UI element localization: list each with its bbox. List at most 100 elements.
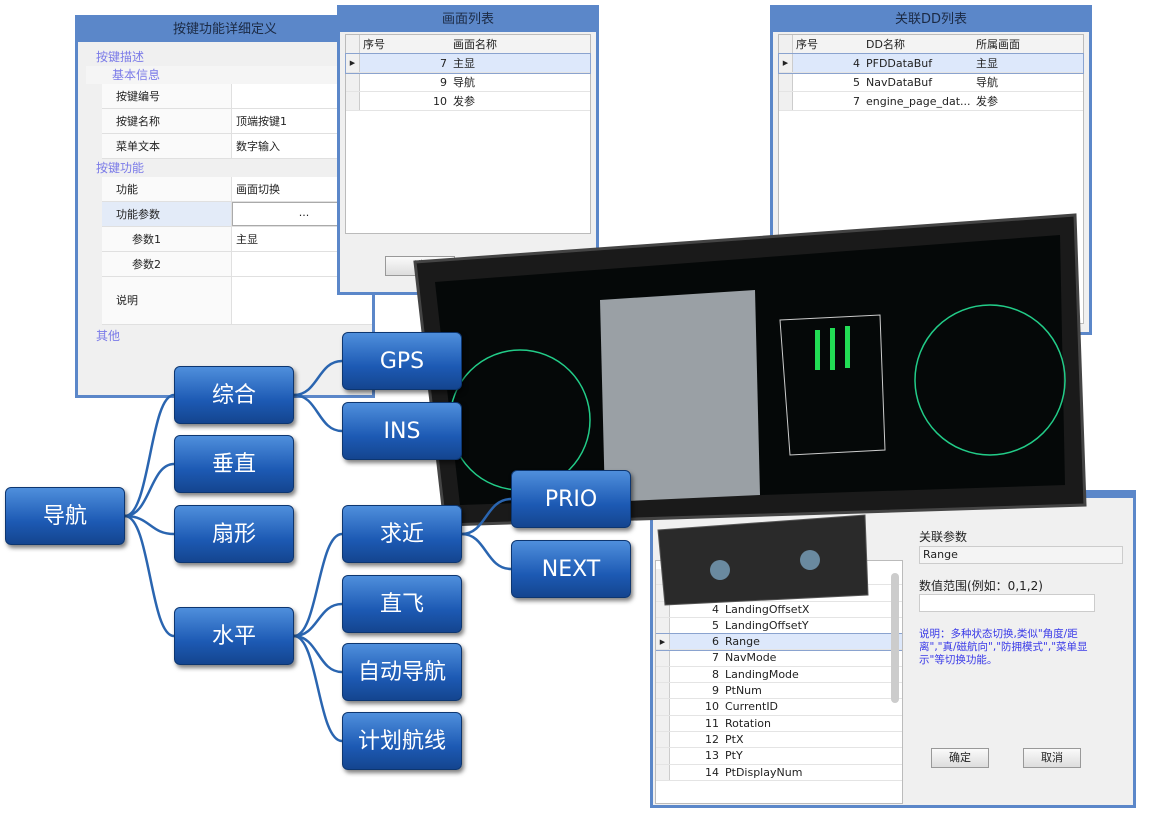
cell: PtY [725,749,743,763]
cell: LandingOffsetX [725,602,810,616]
prop-key: 按键名称 [102,109,232,133]
cell: 导航 [453,76,475,89]
cell: 11 [705,716,719,730]
knob[interactable] [800,550,820,570]
node-shanxing[interactable]: 扇形 [174,505,294,563]
cell: NavMode [725,651,777,665]
cell: Rotation [725,716,772,730]
prop-row[interactable]: 按键名称顶端按键1 [102,109,372,134]
cell: 9 [712,684,719,698]
section-basic[interactable]: 基本信息 [86,66,372,84]
prop-value[interactable]: 顶端按键1 [236,115,287,128]
node-zhifei[interactable]: 直飞 [342,575,462,633]
cell: 7 [853,95,860,108]
node-auto-nav[interactable]: 自动导航 [342,643,462,701]
cell: 10 [433,95,447,108]
table-header: 序号 画面名称 [346,35,590,54]
cell: NavDataBuf [866,76,933,89]
prop-row[interactable]: 说明 [102,277,372,325]
ok-button[interactable]: 确定 [931,748,989,768]
prop-row[interactable]: 菜单文本数字输入 [102,134,372,159]
parameter-row[interactable]: 8 LandingMode [656,666,902,684]
col-header[interactable]: 序号 [796,38,818,51]
cell: 主显 [976,57,998,70]
col-header[interactable]: 所属画面 [976,38,1020,51]
key-definition-window: 按键功能详细定义 按键描述 基本信息 按键编号 按键名称顶端按键1 菜单文本数字… [75,15,375,398]
prop-key: 参数2 [102,252,232,276]
node-navigation[interactable]: 导航 [5,487,125,545]
node-chuizhi[interactable]: 垂直 [174,435,294,493]
cell: PFDDataBuf [866,57,933,70]
cell: 8 [712,667,719,681]
section-func[interactable]: 按键功能 [96,161,145,175]
table-header: 序号 DD名称 所属画面 [779,35,1083,54]
parameter-row[interactable]: 5 LandingOffsetY [656,617,902,635]
parameter-row[interactable]: 7 NavMode [656,650,902,667]
node-next[interactable]: NEXT [511,540,631,598]
table-row[interactable]: 7 engine_page_dat... 发参 [779,92,1083,111]
col-header[interactable]: DD名称 [866,38,905,51]
window-title: 画面列表 [340,8,596,32]
node-plan-route[interactable]: 计划航线 [342,712,462,770]
node-zonghe[interactable]: 综合 [174,366,294,424]
prop-value[interactable]: 主显 [236,233,258,246]
node-qiujin[interactable]: 求近 [342,505,462,563]
range-input[interactable] [919,594,1095,612]
cell: 5 [853,76,860,89]
col-header[interactable]: 画面名称 [453,38,497,51]
cell: 7 [712,651,719,665]
control-keypad[interactable] [657,514,869,606]
cell: engine_page_dat... [866,95,971,108]
prop-row[interactable]: 按键编号 [102,84,372,109]
cell: 5 [712,618,719,632]
knob[interactable] [710,560,730,580]
prop-value[interactable]: 画面切换 [236,183,280,196]
video-screen [600,290,760,502]
cell: LandingMode [725,667,799,681]
cell: 13 [705,749,719,763]
prop-key: 说明 [102,277,232,324]
window-title: 关联DD列表 [773,8,1089,32]
prop-row[interactable]: 功能画面切换 [102,177,372,202]
col-header[interactable]: 序号 [363,38,385,51]
cell: 主显 [453,57,475,70]
cell: 7 [440,57,447,70]
section-desc[interactable]: 按键描述 [96,50,145,64]
assoc-param-field[interactable]: Range [919,546,1123,564]
section-other[interactable]: 其他 [96,329,121,343]
cell: 6 [712,635,719,649]
cell: 4 [712,602,719,616]
scrollbar[interactable] [891,573,899,703]
cancel-button[interactable]: 取消 [1023,748,1081,768]
node-shuiping[interactable]: 水平 [174,607,294,665]
cell: PtX [725,732,744,746]
prop-key: 功能参数 [102,202,232,226]
map-screen [914,304,1066,456]
node-prio[interactable]: PRIO [511,470,631,528]
cell: LandingOffsetY [725,618,809,632]
parameter-row[interactable]: 11 Rotation [656,715,902,732]
node-ins[interactable]: INS [342,402,462,460]
prop-key: 功能 [102,177,232,201]
prop-row[interactable]: 参数2 [102,252,372,277]
parameter-row[interactable]: 13 PtY [656,748,902,765]
prop-value[interactable]: 数字输入 [236,140,280,153]
node-gps[interactable]: GPS [342,332,462,390]
prop-key: 参数1 [102,227,232,251]
prop-row[interactable]: 参数1 主显 [102,227,372,252]
cell: 发参 [976,95,998,108]
parameter-row[interactable]: 4 LandingOffsetX [656,601,902,618]
cell: 10 [705,700,719,714]
